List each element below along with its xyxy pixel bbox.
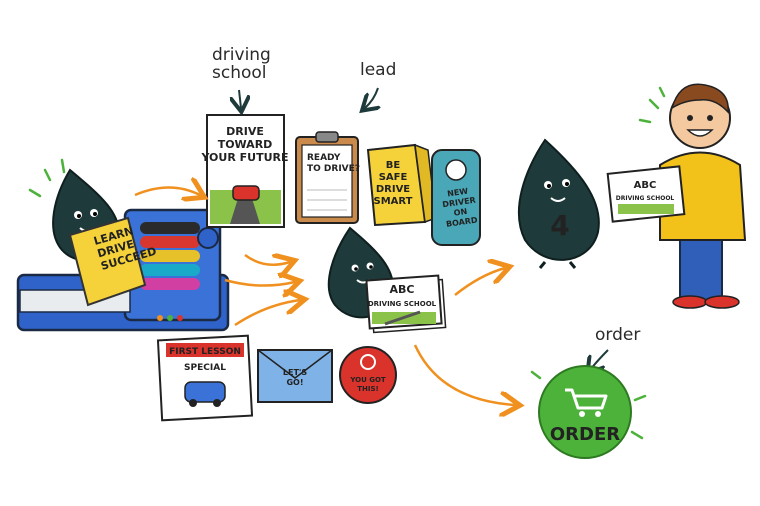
flow-arrow-icon [224,280,295,286]
customer-card-subtitle: DRIVING SCHOOL [616,195,675,202]
flow-arrow-icon [134,188,200,196]
annotation-order: order [595,325,640,345]
annotation-arrow-icon [239,89,241,108]
mascot-number-label: 4 [550,209,569,242]
mascot-number: 4 [517,138,600,269]
order-button-label: ORDER [550,424,620,445]
order-button[interactable]: ORDER [538,365,632,459]
sparkle-icon [530,370,647,440]
customer [659,83,747,309]
sparkle-icon [28,158,66,198]
door-hanger: NEWDRIVERONBOARD [431,149,481,246]
flow-arrow-icon [454,268,505,296]
printed-sheet: LEARNDRIVESUCCEED [68,216,158,307]
card-stack-subtitle: DRIVING SCHOOL [368,300,437,308]
flow-arrow-icon [413,344,515,405]
annotation-lead: lead [360,60,396,80]
customer-card-title: ABC [634,180,657,191]
customer-card: ABC DRIVING SCHOOL [606,165,686,223]
flow-arrow-icon [244,255,290,265]
business-card-stack: ABC DRIVING SCHOOL [365,274,447,334]
cart-wheel-icon [579,411,585,417]
cart-icon [565,388,608,410]
printing-press [16,208,230,332]
flyer: FIRST LESSON SPECIAL [156,334,254,422]
cart-wheel-icon [595,411,601,417]
flyer-header: FIRST LESSON [169,347,241,357]
flow-arrow-icon [234,300,300,327]
card-stack-title: ABC [390,283,415,296]
annotation-lead-arrow-icon [365,87,378,108]
flyer-sub: SPECIAL [184,363,226,373]
sparkle-icon [638,86,666,124]
